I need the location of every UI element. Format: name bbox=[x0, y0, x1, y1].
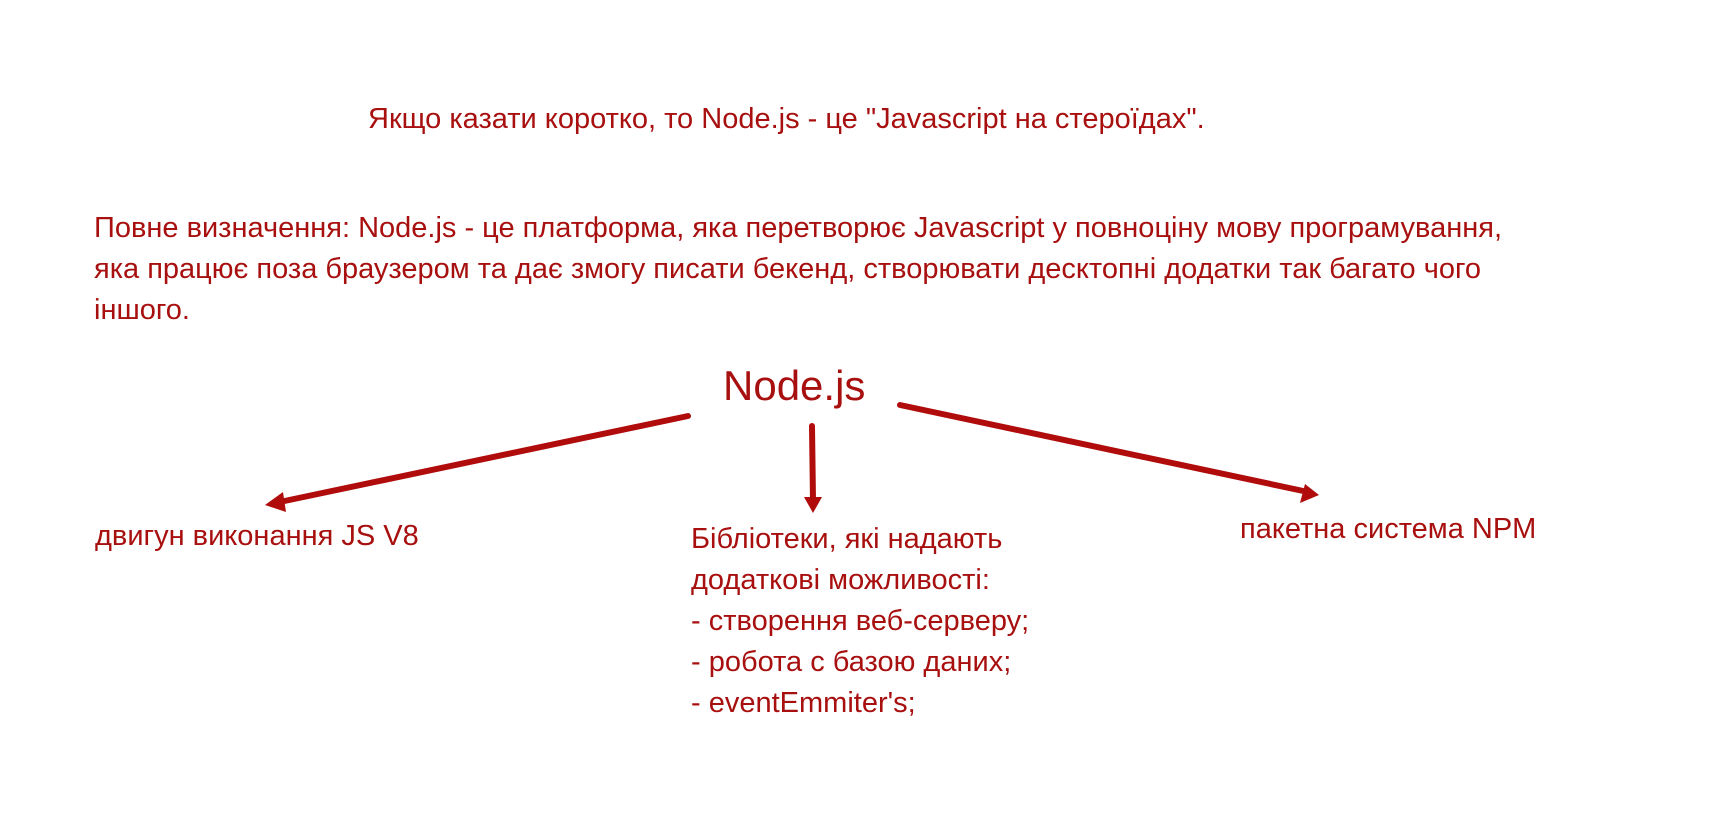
arrow-to-middle-branch bbox=[809, 423, 816, 504]
branch-middle-line: додаткові можливості: bbox=[691, 564, 990, 596]
definition-line: іншого. bbox=[94, 294, 190, 326]
tagline: Якщо казати коротко, то Node.js - це "Ja… bbox=[368, 103, 1205, 135]
branch-middle-line: - робота с базою даних; bbox=[691, 646, 1012, 678]
arrow-to-right-branch bbox=[897, 402, 1311, 495]
branch-middle-line: - створення веб-серверу; bbox=[691, 605, 1030, 637]
branch-left-node: двигун виконання JS V8 bbox=[95, 520, 419, 552]
branch-middle-line: - eventEmmiter's; bbox=[691, 687, 916, 719]
definition-paragraph: Повне визначення: Node.js - це платформа… bbox=[94, 208, 1502, 331]
definition-line: Повне визначення: Node.js - це платформа… bbox=[94, 212, 1503, 244]
arrowhead-left bbox=[265, 492, 286, 512]
branch-middle-node: Бібліотеки, які надають додаткові можлив… bbox=[691, 519, 1029, 724]
arrowhead-right bbox=[1300, 484, 1319, 503]
definition-line: яка працює поза браузером та дає змогу п… bbox=[94, 253, 1482, 285]
branch-middle-line: Бібліотеки, які надають bbox=[691, 523, 1003, 555]
branch-right-node: пакетна система NPM bbox=[1240, 513, 1537, 545]
diagram-center-node: Node.js bbox=[723, 362, 866, 409]
arrowhead-middle bbox=[804, 497, 822, 513]
arrow-to-left-branch bbox=[272, 413, 691, 506]
